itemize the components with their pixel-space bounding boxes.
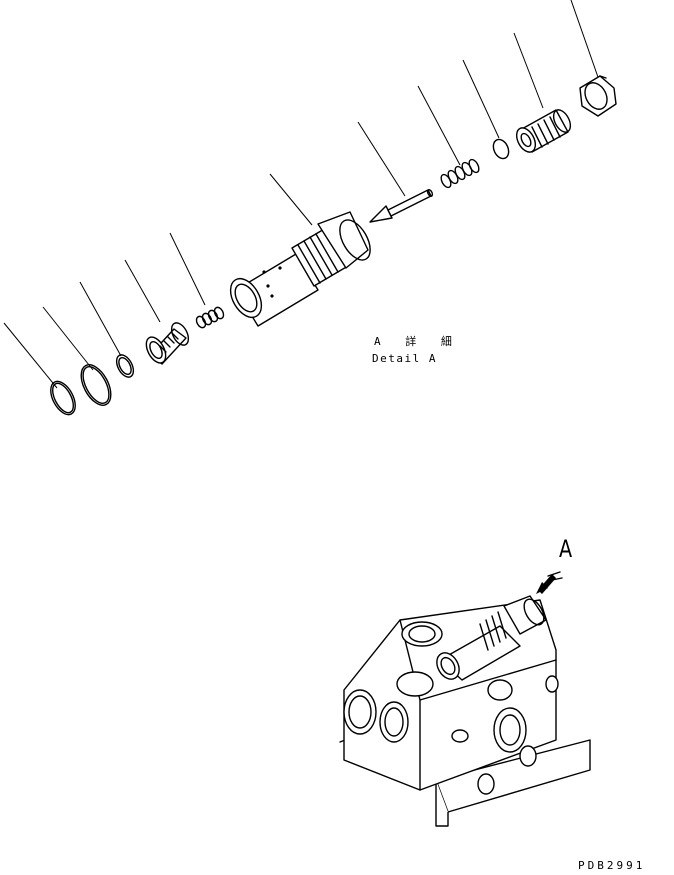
o-ring-part xyxy=(80,364,112,406)
view-arrow-label: A xyxy=(559,535,573,563)
detail-subtitle: Detail A xyxy=(372,352,437,365)
valve-assembly xyxy=(339,595,591,827)
poppet-part xyxy=(369,189,434,223)
plug-part xyxy=(515,109,572,153)
piston-part xyxy=(145,322,190,365)
leader-lines xyxy=(3,0,600,389)
spring-small-part xyxy=(440,158,480,189)
view-arrow-a xyxy=(536,571,563,594)
spring-part xyxy=(195,306,225,329)
nut-part xyxy=(579,75,617,117)
detail-title: A 詳 細 xyxy=(374,335,461,348)
backup-ring-part xyxy=(115,354,135,378)
sleeve-part xyxy=(229,211,371,327)
drawing-number: PDB2991 xyxy=(578,859,646,872)
o-ring-large-part xyxy=(50,380,76,416)
ball-part xyxy=(492,138,510,160)
